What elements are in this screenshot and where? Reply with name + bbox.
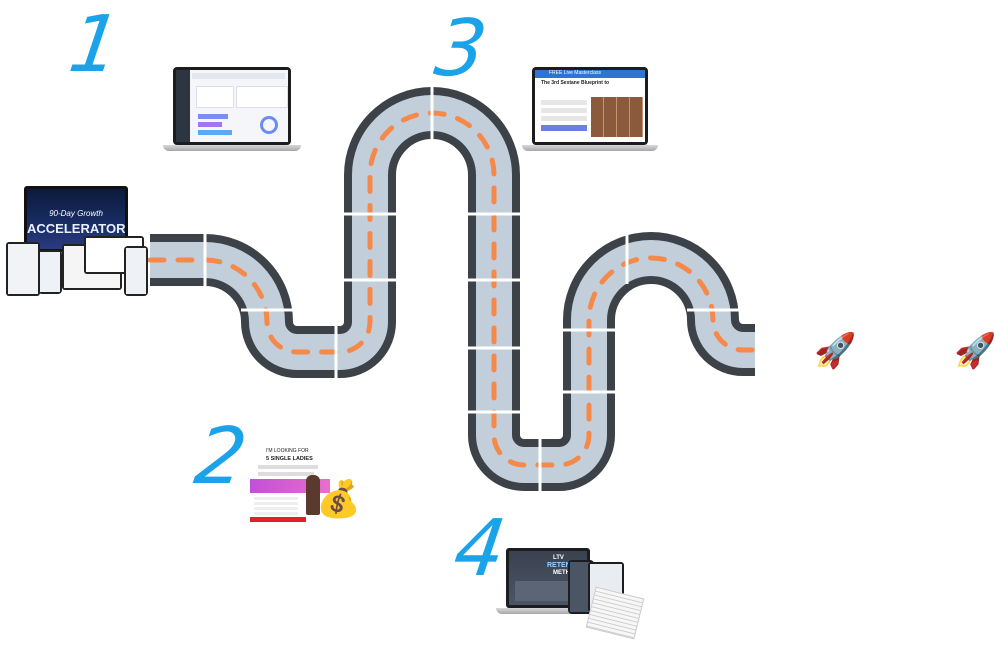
landing-page-screen: FREE Live Masterclass The 3rd Sextane Bl… — [535, 70, 645, 142]
testimonial-photo-grid — [591, 97, 643, 137]
money-bag-icon: 💰 — [316, 479, 361, 520]
step1-laptop — [163, 67, 301, 153]
ltv-title-small: LTV — [553, 555, 564, 561]
accelerator-monitor: 90-Day Growth ACCELERATOR™ — [24, 186, 128, 252]
ad-headline-top: I'M LOOKING FOR — [266, 448, 309, 454]
road-center-dashes — [147, 110, 758, 468]
step2-ad-card: I'M LOOKING FOR 5 SINGLE LADIES — [248, 445, 338, 525]
road-segment-seams — [203, 87, 739, 491]
rocket-icon: 🚀 — [954, 331, 994, 371]
ltv-title-big: RETENTION — [547, 562, 587, 569]
accelerator-title: ACCELERATOR™ — [27, 221, 125, 236]
landing-banner: FREE Live Masterclass — [549, 70, 601, 76]
step3-laptop: FREE Live Masterclass The 3rd Sextane Bl… — [522, 67, 658, 153]
landing-headline: The 3rd Sextane Blueprint to — [541, 80, 610, 86]
ad-headline-bold: 5 SINGLE LADIES — [266, 456, 313, 462]
accelerator-bundle: 90-Day Growth ACCELERATOR™ — [6, 186, 150, 298]
ltv-title-sub: METHOD — [553, 570, 579, 576]
rocket-icon: 🚀 — [814, 331, 857, 371]
step4-device-bundle: LTV RETENTION METHOD — [496, 548, 646, 640]
dashboard-screen — [176, 70, 288, 142]
accelerator-script: 90-Day Growth — [49, 209, 103, 218]
